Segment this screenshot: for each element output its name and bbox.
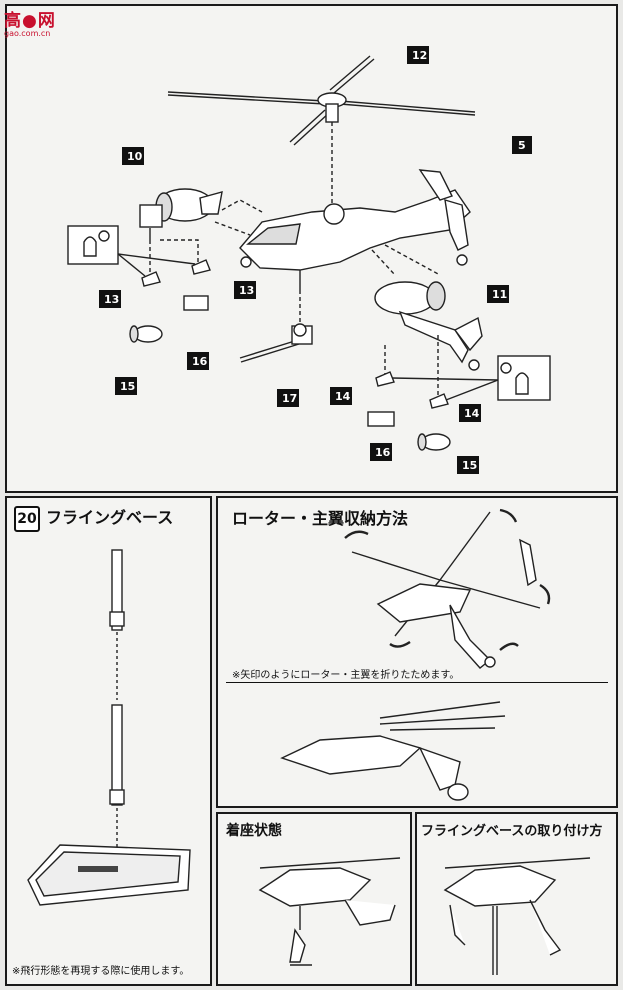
- part-label-13-left: 13: [99, 290, 121, 308]
- svg-text:16: 16: [192, 355, 208, 368]
- attach-drawing: [443, 857, 591, 975]
- watermark-url: gao.com.cn: [4, 29, 51, 38]
- svg-text:14: 14: [464, 407, 480, 420]
- svg-text:5: 5: [518, 139, 526, 152]
- part-label-10: 10: [122, 147, 144, 165]
- cannon: [239, 323, 313, 363]
- main-rotor: [167, 55, 476, 146]
- part-label-13-right: 13: [234, 281, 256, 299]
- left-small-parts: [67, 225, 211, 343]
- attach-title: フライングベースの取り付け方: [421, 824, 603, 839]
- flying-base-note: ※飛行形態を再現する際に使用します。: [12, 966, 190, 977]
- rotor-fold-note: ※矢印のようにローター・主翼を折りたためます。: [232, 670, 460, 681]
- svg-text:10: 10: [127, 150, 143, 163]
- part-label-15-left: 15: [115, 377, 137, 395]
- part-label-12: 12: [407, 46, 429, 64]
- right-engine-wing: [374, 281, 483, 371]
- svg-text:15: 15: [120, 380, 135, 393]
- part-label-11: 11: [487, 285, 509, 303]
- flying-base-title: 20 フライングベース: [14, 504, 173, 532]
- right-small-parts: [367, 355, 551, 451]
- folded-state-drawing: [280, 701, 506, 801]
- flying-base-heading: フライングベース: [46, 508, 174, 527]
- step-number: 20: [14, 505, 40, 532]
- part-label-17: 17: [277, 389, 299, 407]
- svg-text:17: 17: [282, 392, 297, 405]
- rotor-fold-title: ローター・主翼収納方法: [232, 509, 409, 528]
- svg-text:11: 11: [492, 288, 507, 301]
- watermark-logo: 高●网: [4, 11, 56, 31]
- part-label-14-right: 14: [459, 404, 481, 422]
- part-label-15-right: 15: [457, 456, 479, 474]
- site-watermark: 高●网 gao.com.cn: [4, 6, 64, 40]
- svg-text:14: 14: [335, 390, 351, 403]
- rotor-fold-drawing: [344, 508, 551, 669]
- svg-text:13: 13: [239, 284, 254, 297]
- part-label-16-left: 16: [187, 352, 209, 370]
- fuselage: [239, 169, 471, 290]
- rotor-fold-divider: [226, 682, 608, 683]
- svg-text:16: 16: [375, 446, 391, 459]
- rotor-fold-panel: [216, 496, 618, 808]
- landing-drawing: [258, 857, 401, 966]
- part-label-14-left: 14: [330, 387, 352, 405]
- svg-text:12: 12: [412, 49, 427, 62]
- svg-text:15: 15: [462, 459, 477, 472]
- part-label-16-right: 16: [370, 443, 392, 461]
- svg-text:13: 13: [104, 293, 119, 306]
- flying-base-drawing: [27, 549, 191, 906]
- left-engine-wing: [139, 188, 223, 240]
- landing-title: 着座状態: [226, 823, 282, 839]
- part-label-5: 5: [512, 136, 532, 154]
